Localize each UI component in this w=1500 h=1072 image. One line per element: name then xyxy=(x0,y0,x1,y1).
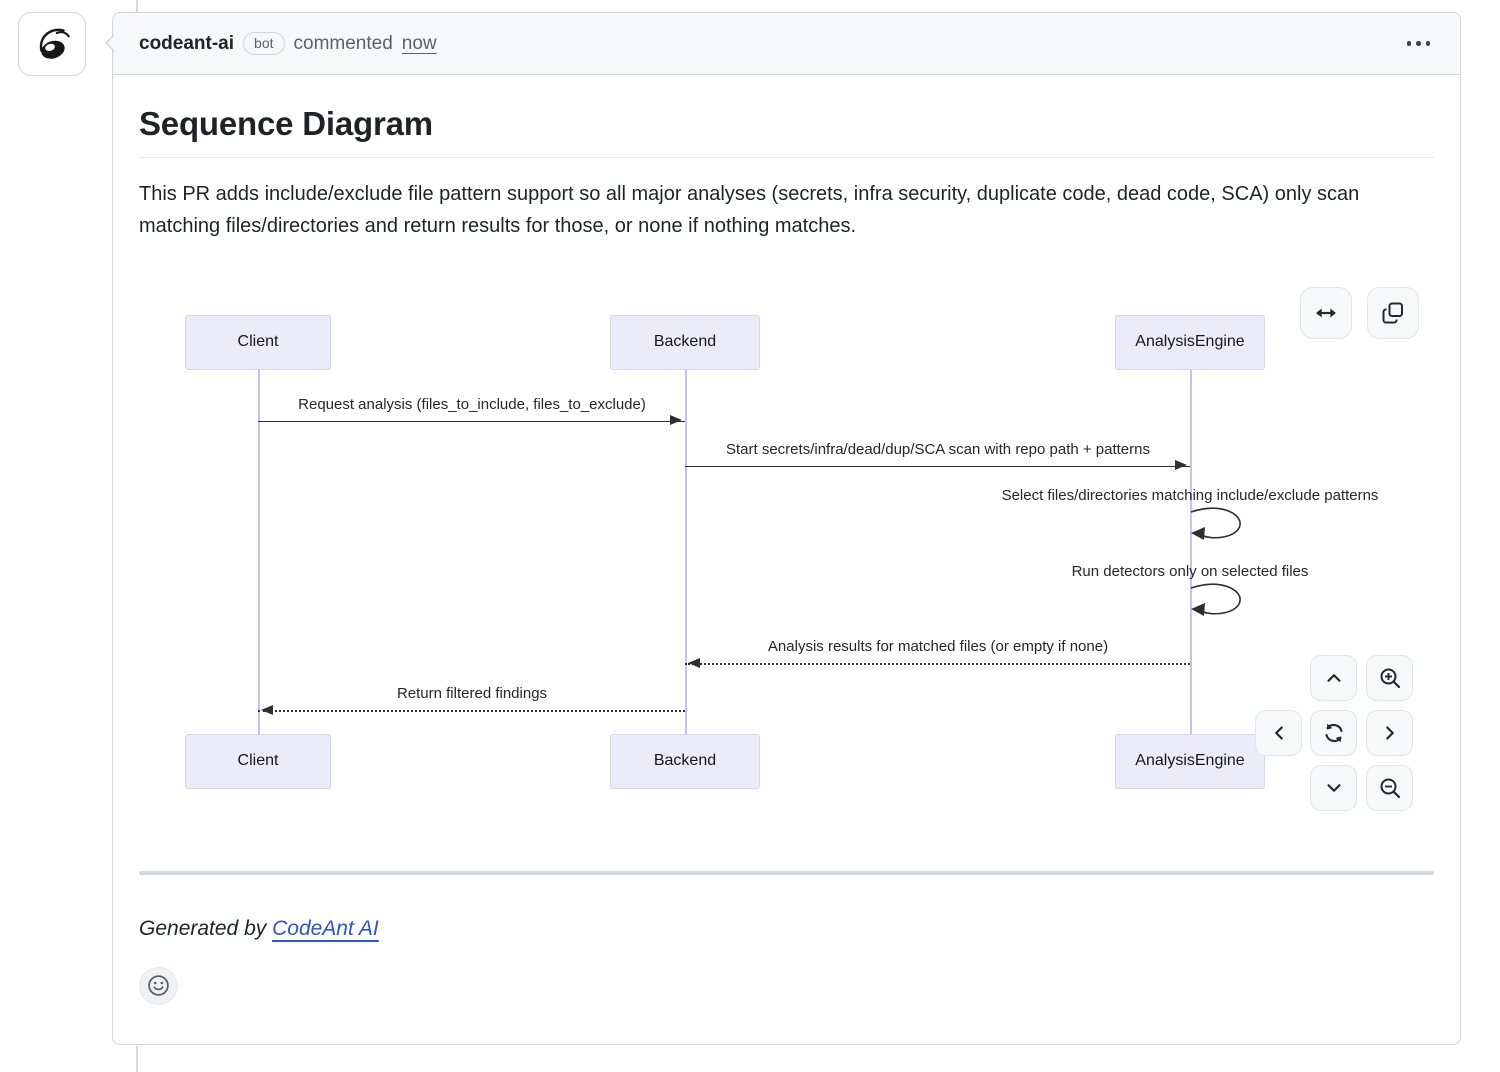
comment-header: codeant-ai bot commented now xyxy=(105,13,1460,75)
pan-left-button[interactable] xyxy=(1255,709,1302,756)
message-arrow-dashed xyxy=(258,705,685,716)
timeline-thread-line xyxy=(136,0,138,13)
chevron-right-icon xyxy=(1385,726,1394,740)
bot-badge: bot xyxy=(243,31,285,56)
actor-label: AnalysisEngine xyxy=(1135,333,1245,351)
message-arrow-dashed xyxy=(685,658,1190,669)
message-arrow-solid xyxy=(258,415,685,426)
self-loop-arrow xyxy=(1190,507,1241,540)
actor-analysisengine-bottom: AnalysisEngine xyxy=(1115,733,1265,789)
zoom-in-icon xyxy=(1380,668,1400,688)
timestamp-link[interactable]: now xyxy=(401,32,437,54)
actor-label: Backend xyxy=(653,333,717,351)
actor-label: Backend xyxy=(653,752,717,770)
pan-up-button[interactable] xyxy=(1310,654,1357,701)
kebab-dot xyxy=(1425,41,1430,46)
generated-by-text: Generated by xyxy=(139,916,273,940)
chevron-left-icon xyxy=(1274,726,1283,740)
actor-backend-bottom: Backend xyxy=(610,733,760,789)
comment-body: Sequence Diagram This PR adds include/ex… xyxy=(113,105,1460,1005)
zoom-out-button[interactable] xyxy=(1366,764,1413,811)
actor-analysisengine-top: AnalysisEngine xyxy=(1115,314,1265,370)
codeant-ai-link[interactable]: CodeAnt AI xyxy=(272,916,379,940)
pan-right-button[interactable] xyxy=(1366,709,1413,756)
copy-icon xyxy=(1382,302,1403,324)
add-reaction-button[interactable] xyxy=(139,966,178,1005)
kebab-dot xyxy=(1416,41,1421,46)
actor-label: AnalysisEngine xyxy=(1135,752,1245,770)
chevron-down-icon xyxy=(1326,783,1341,792)
pan-down-button[interactable] xyxy=(1310,764,1357,811)
chevron-up-icon xyxy=(1326,673,1341,682)
actor-client-bottom: Client xyxy=(185,733,331,789)
message-label: Select files/directories matching includ… xyxy=(1001,486,1379,504)
message-label: Start secrets/infra/dead/dup/SCA scan wi… xyxy=(726,440,1150,458)
message-label: Run detectors only on selected files xyxy=(1071,562,1309,580)
actor-client-top: Client xyxy=(185,314,331,370)
zoom-out-icon xyxy=(1380,778,1400,798)
lifeline-backend xyxy=(685,369,687,734)
lifeline-client xyxy=(258,369,260,734)
commented-text: commented xyxy=(293,32,393,54)
message-label: Analysis results for matched files (or e… xyxy=(767,637,1109,655)
sequence-diagram: Client Backend AnalysisEngine Request an… xyxy=(139,283,1434,813)
lifeline-analysisengine xyxy=(1190,369,1192,734)
refresh-icon xyxy=(1324,723,1343,743)
timeline-thread-line xyxy=(136,1046,138,1072)
message-label: Return filtered findings xyxy=(396,684,548,702)
zoom-in-button[interactable] xyxy=(1366,654,1413,701)
avatar[interactable] xyxy=(18,12,86,76)
divider xyxy=(139,870,1434,875)
description-text: This PR adds include/exclude file patter… xyxy=(139,183,1360,238)
speech-caret xyxy=(98,34,116,52)
copy-diagram-button[interactable] xyxy=(1367,286,1419,339)
expand-width-button[interactable] xyxy=(1300,286,1352,339)
kebab-menu-button[interactable] xyxy=(1403,33,1435,54)
author-link[interactable]: codeant-ai xyxy=(139,32,235,54)
page-title: Sequence Diagram xyxy=(139,105,1434,158)
message-label: Request analysis (files_to_include, file… xyxy=(298,395,646,413)
kebab-dot xyxy=(1406,41,1411,46)
reset-view-button[interactable] xyxy=(1310,709,1357,756)
actor-backend-top: Backend xyxy=(610,314,760,370)
smiley-icon xyxy=(148,975,169,997)
actor-label: Client xyxy=(237,752,279,770)
generated-by-note: Generated by CodeAnt AI xyxy=(139,917,1434,941)
codeant-logo-icon xyxy=(39,28,70,59)
actor-label: Client xyxy=(237,333,279,351)
comment-card: codeant-ai bot commented now Sequence Di… xyxy=(105,12,1461,1045)
expand-horizontal-icon xyxy=(1316,308,1336,318)
self-loop-arrow xyxy=(1190,583,1241,616)
message-arrow-solid xyxy=(685,460,1190,471)
